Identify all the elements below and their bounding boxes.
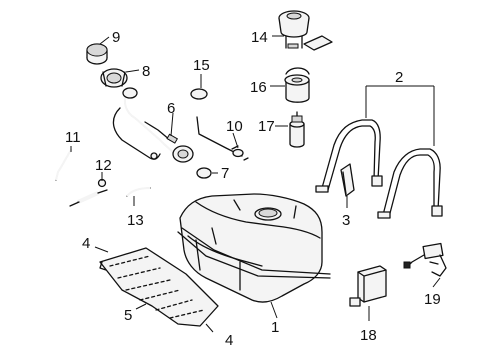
part-18-control-module[interactable]: [349, 265, 387, 307]
callout-3: 3: [342, 212, 350, 229]
part-12-fuel-filter[interactable]: [69, 178, 108, 207]
callout-4-bottom: 4: [225, 332, 233, 349]
callout-19: 19: [424, 291, 441, 308]
callout-4-top: 4: [82, 235, 90, 252]
part-17-sender-unit[interactable]: [289, 111, 305, 148]
part-3-bracket[interactable]: [340, 163, 355, 197]
part-13-hose[interactable]: [126, 187, 151, 197]
callout-14: 14: [251, 29, 268, 46]
callout-5: 5: [124, 307, 132, 324]
callout-13: 13: [127, 212, 144, 229]
callout-1: 1: [271, 319, 279, 336]
part-11-hose[interactable]: [55, 149, 72, 181]
part-14-fuel-pump-module[interactable]: [278, 10, 333, 51]
part-6-filler-neck[interactable]: [112, 87, 194, 163]
callout-7: 7: [221, 165, 229, 182]
part-7-clamp[interactable]: [196, 167, 212, 179]
callout-16: 16: [250, 79, 267, 96]
part-9-fuel-cap[interactable]: [86, 43, 108, 65]
callout-10: 10: [226, 118, 243, 135]
callout-15: 15: [193, 57, 210, 74]
part-2-tank-straps[interactable]: [315, 119, 443, 219]
callout-9: 9: [112, 29, 120, 46]
callout-12: 12: [95, 157, 112, 174]
leader-lines: [70, 35, 441, 333]
callout-8: 8: [142, 63, 150, 80]
callout-11: 11: [65, 129, 81, 146]
part-8-filler-gasket[interactable]: [100, 68, 128, 88]
part-5-heat-shield[interactable]: [99, 247, 219, 327]
part-1-fuel-tank[interactable]: [177, 193, 331, 303]
callout-17: 17: [258, 118, 275, 135]
callout-6: 6: [167, 100, 175, 117]
callout-18: 18: [360, 327, 377, 344]
callout-2: 2: [395, 69, 403, 86]
part-19-sensor[interactable]: [403, 242, 447, 277]
part-16-fuel-pump[interactable]: [284, 67, 310, 103]
part-15-o-ring[interactable]: [190, 88, 208, 100]
